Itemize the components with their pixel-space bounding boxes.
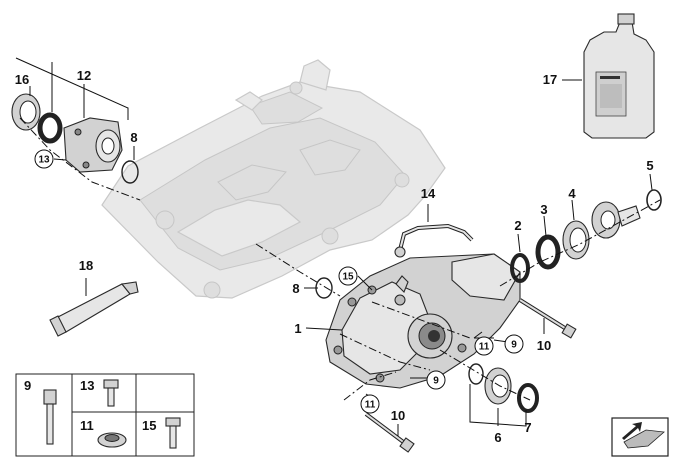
callout-18: 18	[79, 258, 93, 273]
seal-ring-7	[517, 383, 539, 413]
callout-16: 16	[15, 72, 29, 87]
flange-seal-16	[11, 93, 41, 131]
ring-seal-small	[37, 112, 63, 144]
callout-9b-circle	[426, 370, 446, 390]
vent-hose	[394, 204, 474, 258]
callout-2: 2	[514, 218, 521, 233]
legend-label-13: 13	[80, 378, 94, 393]
callout-13: 13	[38, 155, 50, 166]
flange-housing-12	[63, 117, 123, 173]
callout-9-lower: 9	[433, 376, 439, 387]
callout-13-circle	[34, 149, 54, 169]
callout-6: 6	[494, 430, 501, 445]
callout-10-right: 10	[537, 338, 551, 353]
callout-7: 7	[524, 420, 531, 435]
legend-label-9: 9	[24, 378, 31, 393]
output-flange	[591, 201, 641, 239]
o-ring-lower	[468, 363, 484, 385]
o-ring-8-middle	[315, 277, 333, 299]
callout-9a-circle	[504, 334, 524, 354]
oil-pan-ghost	[101, 59, 446, 299]
callout-15: 15	[342, 272, 354, 283]
legend-bolt-15	[165, 417, 181, 449]
callout-15-circle	[338, 266, 358, 286]
callout-11-upper: 11	[479, 342, 490, 353]
seal-ring-2	[510, 253, 530, 283]
callout-10-lower: 10	[391, 408, 405, 423]
legend-label-15: 15	[142, 418, 156, 433]
callout-8-upper: 8	[130, 130, 137, 145]
legend-label-11: 11	[80, 418, 94, 433]
shaft-seal-4	[562, 220, 590, 260]
fastener-legend: 9 13 11 15	[15, 373, 195, 457]
legend-bolt-13	[103, 379, 119, 407]
callout-17: 17	[543, 72, 557, 87]
shaft-seal-6	[484, 367, 512, 405]
callout-11-lower: 11	[365, 400, 376, 411]
callout-8-middle: 8	[292, 281, 299, 296]
callout-9-upper: 9	[511, 340, 517, 351]
callout-12: 12	[77, 68, 91, 83]
legend-plug-11	[97, 432, 127, 448]
callout-3: 3	[540, 202, 547, 217]
oil-bottle	[583, 13, 655, 139]
callout-14: 14	[421, 186, 436, 201]
circlip-5	[646, 189, 662, 211]
shaft-seal-3	[535, 234, 561, 270]
legend-stud-9	[43, 389, 57, 445]
bolt-10-right	[518, 298, 577, 339]
page-arrow-icon[interactable]	[611, 417, 669, 457]
o-ring-8-upper	[121, 160, 139, 184]
callout-11a-circle	[474, 336, 494, 356]
callout-1: 1	[294, 321, 301, 336]
bolt-10-lower	[364, 412, 415, 453]
callout-4: 4	[568, 186, 576, 201]
callout-11b-circle	[360, 394, 380, 414]
sealant-tube	[49, 278, 139, 337]
callout-5: 5	[646, 158, 653, 173]
